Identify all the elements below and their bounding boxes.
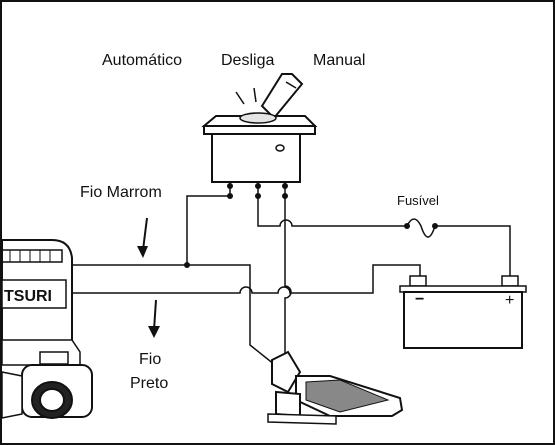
black-wire-arrow (148, 299, 160, 338)
brown-wire-arrow (137, 217, 148, 258)
label-automatico: Automático (102, 52, 182, 69)
battery-plus: + (505, 292, 514, 309)
label-fusivel: Fusível (397, 193, 439, 208)
fuse-node-right (432, 223, 438, 229)
battery-minus: − (415, 291, 424, 308)
pump-brand-text: TSURI (4, 288, 52, 305)
fuse-node-left (404, 223, 410, 229)
switch-wires (186, 182, 407, 366)
label-fio: Fio (139, 351, 161, 368)
float-switch (267, 350, 404, 425)
label-preto: Preto (130, 375, 168, 392)
label-manual: Manual (313, 52, 365, 69)
junction-node (255, 193, 261, 199)
fuse (406, 218, 511, 276)
junction-node (184, 262, 190, 268)
junction-node (227, 193, 233, 199)
label-desliga: Desliga (221, 52, 274, 69)
cable-bundle (72, 264, 421, 294)
battery: − + (399, 275, 527, 349)
bilge-pump: TSURI (1, 239, 93, 419)
junction-node (282, 193, 288, 199)
toggle-switch (201, 73, 318, 189)
label-fio-marrom: Fio Marrom (80, 184, 162, 201)
